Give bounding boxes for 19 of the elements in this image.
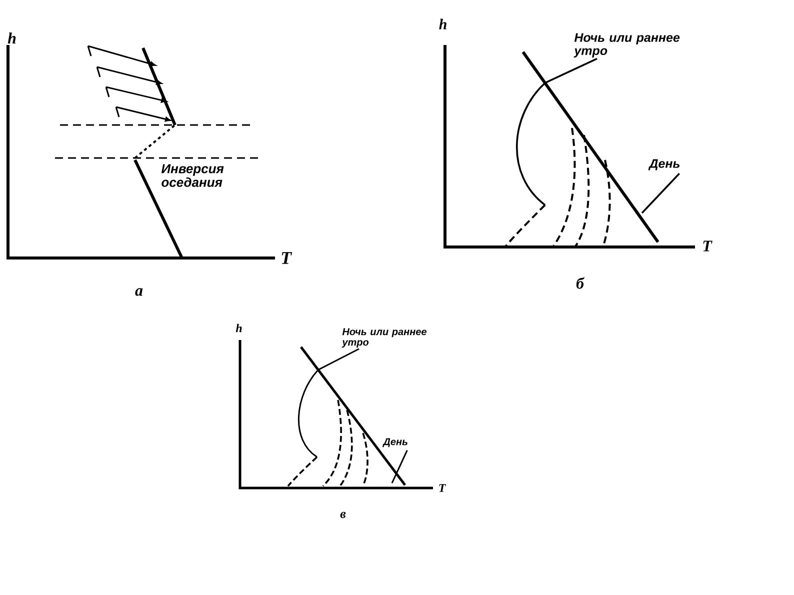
night-profile-curve: [298, 370, 319, 458]
axis-label: T: [703, 240, 712, 252]
leader-line: [544, 58, 598, 84]
axis-label: h: [236, 324, 242, 332]
panel-label: а: [135, 288, 143, 296]
night-profile-curve: [516, 82, 546, 206]
panel-label: б: [576, 277, 585, 289]
callout-text: Ночь или раннее утро: [574, 33, 680, 58]
axis-label: h: [8, 32, 16, 44]
leader-line: [318, 348, 360, 370]
leader-line: [641, 172, 680, 214]
callout-text: Ночь или раннее утро: [342, 328, 426, 348]
axis-label: T: [439, 484, 446, 492]
axis-label: T: [282, 252, 292, 264]
panel-label: в: [340, 512, 346, 518]
leader-line: [391, 450, 408, 484]
callout-text: День: [382, 438, 408, 448]
axis-label: h: [439, 18, 446, 30]
callout-text: День: [648, 159, 680, 170]
